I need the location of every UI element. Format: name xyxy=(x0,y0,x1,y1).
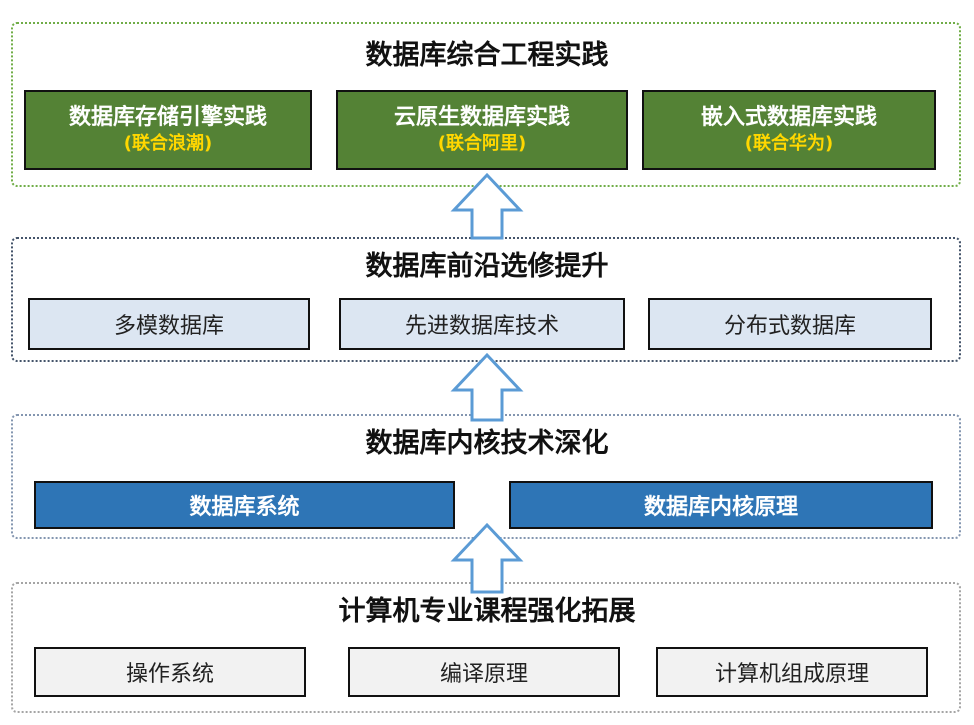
compiler-principles-box: 编译原理 xyxy=(348,647,620,697)
embedded-practice-label: 嵌入式数据库实践 xyxy=(700,105,877,130)
distributed-db-box: 分布式数据库 xyxy=(648,298,932,350)
cloud-native-practice-label: 云原生数据库实践 xyxy=(393,105,570,130)
elective-layer-title: 数据库前沿选修提升 xyxy=(365,251,609,282)
up-arrow-icon xyxy=(450,522,524,594)
advanced-db-tech-box: 先进数据库技术 xyxy=(339,298,625,350)
operating-systems-box: 操作系统 xyxy=(34,647,306,697)
storage-engine-practice-label: 数据库存储引擎实践 xyxy=(68,105,267,130)
db-kernel-principles-box: 数据库内核原理 xyxy=(509,481,933,529)
cloud-native-practice-box: 云原生数据库实践 (联合阿里) xyxy=(336,90,628,170)
practice-layer-title: 数据库综合工程实践 xyxy=(365,40,609,71)
foundation-layer-title: 计算机专业课程强化拓展 xyxy=(338,596,636,627)
cloud-native-partner-label: (联合阿里) xyxy=(437,133,527,154)
database-systems-box: 数据库系统 xyxy=(34,481,455,529)
embedded-partner-label: (联合华为) xyxy=(744,133,834,154)
up-arrow-icon xyxy=(450,172,524,240)
multi-model-db-box: 多模数据库 xyxy=(28,298,310,350)
core-layer-title: 数据库内核技术深化 xyxy=(365,428,609,459)
computer-organization-box: 计算机组成原理 xyxy=(656,647,928,697)
embedded-practice-box: 嵌入式数据库实践 (联合华为) xyxy=(642,90,936,170)
storage-engine-practice-box: 数据库存储引擎实践 (联合浪潮) xyxy=(24,90,312,170)
storage-engine-partner-label: (联合浪潮) xyxy=(123,133,213,154)
up-arrow-icon xyxy=(450,352,524,422)
